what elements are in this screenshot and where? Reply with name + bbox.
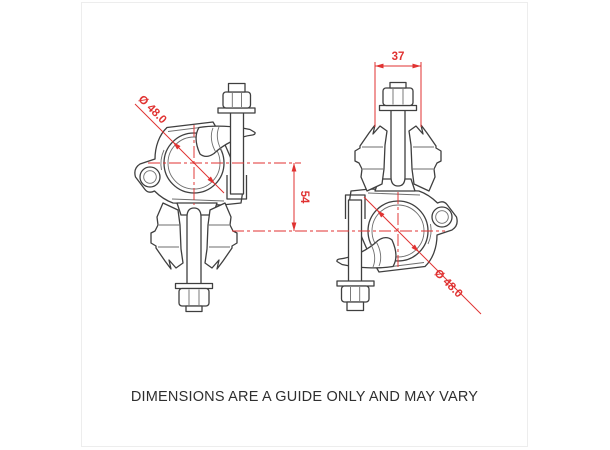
arrow-54-top (291, 163, 297, 172)
dimension-label-pipe-dia-right: Ø 48.0 (432, 267, 465, 300)
dimension-jaw-width: 37 (374, 51, 422, 127)
dia-line-left (134, 103, 225, 194)
dia-line-right (363, 196, 482, 315)
dimension-center-offset: 54 (291, 163, 310, 231)
arrow-54-bottom (291, 222, 297, 231)
arrow-37-left (375, 63, 384, 69)
arrow-37-right (412, 63, 421, 69)
centerlines (148, 125, 445, 268)
drawing-caption: DIMENSIONS ARE A GUIDE ONLY AND MAY VARY (130, 389, 479, 405)
dimension-label-center-offset: 54 (298, 191, 310, 204)
dimension-label-jaw-width: 37 (392, 51, 405, 63)
